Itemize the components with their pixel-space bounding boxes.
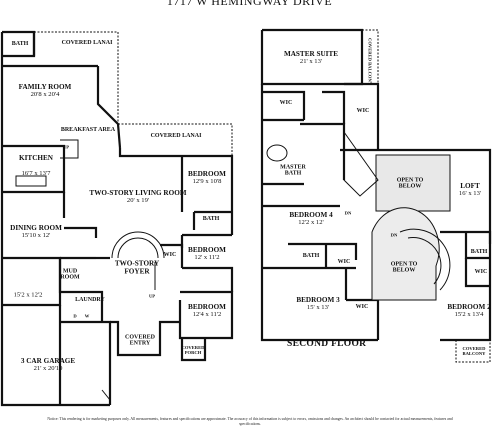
room-bath-d: BATH [470,248,488,255]
room-mud-room: MUD ROOM [60,268,80,281]
stair-up-2: UP [148,293,156,299]
first-floor-walls [0,30,234,407]
room-bath: BATH [11,40,29,47]
page-title: 1717 W HEMINGWAY DRIVE [166,0,333,8]
open-below-foyer-area [371,207,440,301]
disclaimer-note: Notice: This rendering is for marketing … [47,417,453,426]
dryer-mark: D [73,313,77,319]
room-laundry: LAUNDRY [75,296,105,303]
room-bath-c: BATH [302,252,320,259]
room-covered-lanai: COVERED LANAI [61,39,113,46]
garage-dimension: 15'2 x 12'2 [13,291,43,299]
room-master-bath: MASTER BATH [280,164,306,177]
covered-lanai-right-outline [118,123,233,156]
stair-dn-1: DN [344,210,352,216]
covered-lanai-outline [34,31,119,124]
room-wic-d: WIC [474,268,488,275]
open-below-loft-area [375,154,451,212]
stair-up-1: UP [62,144,70,150]
room-wic-b: WIC [356,107,370,114]
room-wic-e: WIC [355,303,369,310]
first-floor-stairs [60,139,165,290]
second-floor-label: SECOND FLOOR [287,339,367,349]
stair-dn-2: DN [390,232,398,238]
room-two-story-foyer: TWO-STORY FOYER [114,259,160,275]
room-open-below-b: OPEN TO BELOW [390,261,418,274]
room-covered-lanai-right: COVERED LANAI [150,132,202,139]
balcony-top-outline [362,29,379,84]
room-covered-balcony-bottom: COVERED BALCONY [462,346,486,356]
room-wic-a: WIC [279,99,293,106]
second-floor-walls [260,28,492,342]
kitchen-island [15,175,47,187]
balcony-bottom-outline [455,340,491,363]
room-wic-c: WIC [337,258,351,265]
room-covered-porch: COVERED PORCH [181,345,205,355]
room-bath-b: BATH [202,215,220,222]
room-open-below-a: OPEN TO BELOW [396,177,424,190]
master-tub [266,144,288,162]
room-breakfast-area: BREAKFAST AREA [60,126,116,133]
garage-detail [101,389,111,401]
room-covered-balcony-top: COVERED BALCONY [367,38,373,86]
room-wic: WIC [163,251,177,258]
washer-mark: W [84,313,90,319]
room-covered-entry: COVERED ENTRY [124,334,155,347]
second-floor-stairs [343,130,451,291]
